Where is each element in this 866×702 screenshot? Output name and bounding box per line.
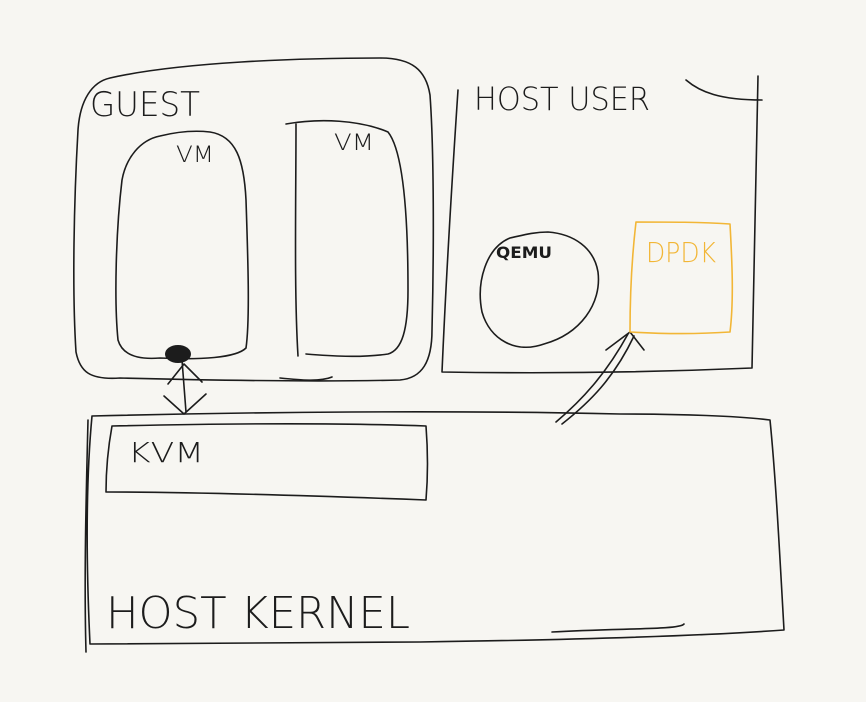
guest-box — [73, 57, 435, 382]
kvm-box — [105, 422, 429, 501]
vm-right-label: VM — [334, 131, 374, 156]
kvm-label: KVM — [128, 436, 204, 469]
vm-kvm-arrow-head-bottom — [163, 393, 207, 415]
kernel-to-dpdk-arrow-head — [605, 331, 645, 351]
host-kernel-label: HOST KERNEL — [106, 588, 410, 639]
vm-left-box — [115, 130, 250, 360]
guest-box-sketch-line — [279, 376, 333, 381]
vm-kvm-arrow-shaft — [181, 359, 187, 413]
guest-label: GUEST — [90, 85, 200, 125]
kernel-to-dpdk-arrow — [555, 333, 629, 423]
dpdk-label: DPDK — [646, 236, 717, 269]
host-kernel-base-sketch — [551, 623, 685, 633]
vm-left-label: VM — [176, 143, 214, 168]
host-user-box — [441, 75, 763, 374]
host-user-label: HOST USER — [474, 80, 650, 118]
qemu-circle — [479, 231, 600, 348]
host-kernel-box — [84, 411, 785, 653]
vm-kvm-arrow-head-top — [167, 363, 203, 385]
vm-right-box — [285, 119, 409, 358]
qemu-label: QEMU — [496, 243, 552, 262]
vm-kvm-connection-dot — [165, 345, 191, 363]
dpdk-box — [629, 221, 734, 335]
kernel-to-dpdk-arrow-second-stroke — [561, 335, 635, 425]
